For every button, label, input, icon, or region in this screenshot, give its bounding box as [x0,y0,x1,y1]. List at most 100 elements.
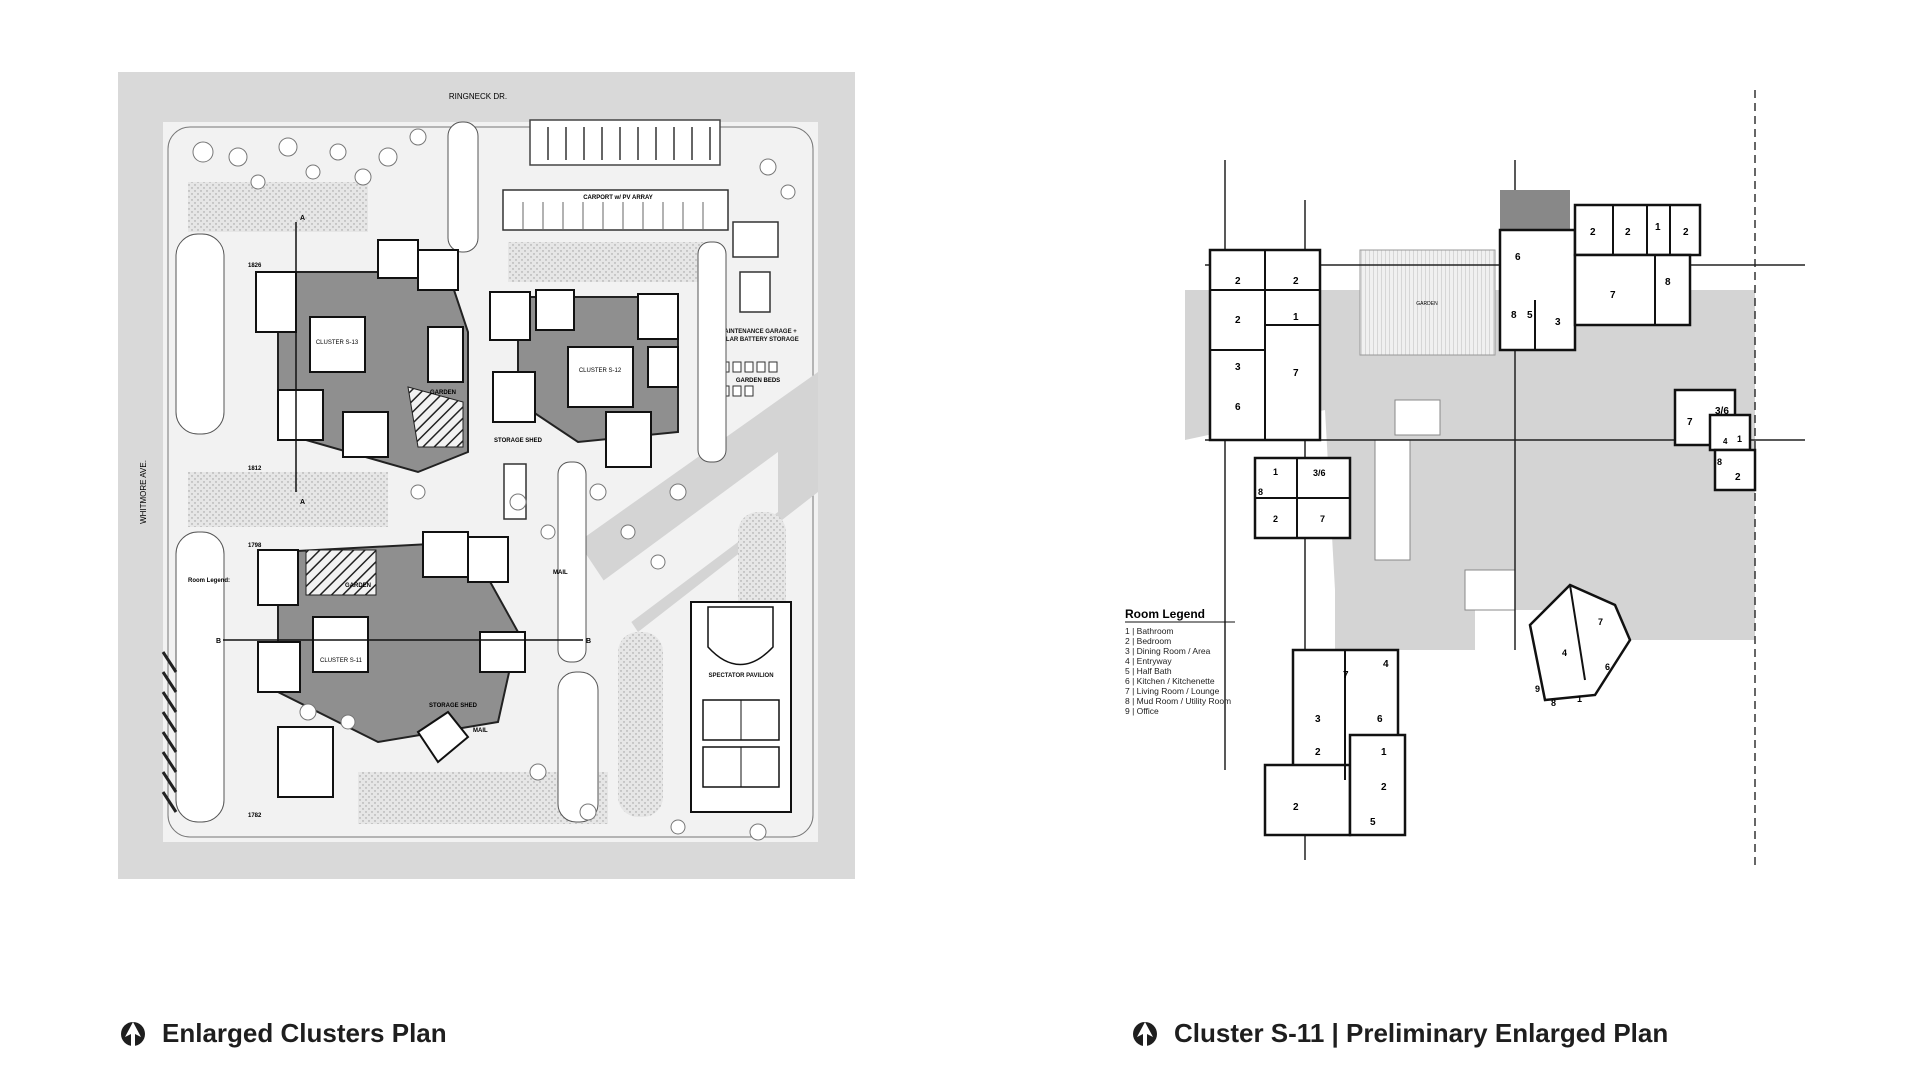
caption-cluster-s11: Cluster S-11 | Preliminary Enlarged Plan [1130,1018,1668,1049]
section-b-left: B [216,638,221,645]
garden-label-1: GARDEN [430,390,456,396]
room-number: 2 [1590,227,1596,238]
room-number: 8 [1665,277,1671,288]
s13-garden [407,386,464,448]
hedge [175,531,225,823]
driveway-island [588,452,778,632]
planter [1394,399,1441,436]
planter [1374,439,1411,561]
driveway-ramp [1605,500,1755,640]
room-number: 8 [1258,487,1263,497]
room-number: 2 [1625,227,1631,238]
parallel-parking [161,651,178,813]
storage-shed-label-1: STORAGE SHED [494,438,543,444]
garden-area [1359,249,1496,356]
wall [1569,584,1586,681]
room-number: 7 [1293,368,1299,379]
room-number: 8 [1511,310,1517,321]
hedge [557,461,587,663]
s13-house [417,249,459,291]
street-east [818,72,855,879]
north-arrow-icon [1133,1021,1157,1046]
trees [192,128,796,841]
street-whitmore [118,72,163,879]
north-house [1498,228,1577,352]
north-house-bedrooms [1573,203,1702,257]
north-arrow-icon [121,1021,145,1046]
s12-house [637,293,679,340]
s11-house [257,641,301,693]
s13-house [427,326,464,383]
room-number: 5 [1527,310,1533,321]
room-number: 7 [1598,617,1603,627]
room-number: 2 [1293,276,1299,287]
mail-label-1: MAIL [553,570,568,576]
cluster-s11-label: CLUSTER S-11 [320,658,363,664]
site-plan-svg: RINGNECK DR. WHITMORE AVE. CARPORT w/ PV… [118,72,855,879]
room-number: 2 [1235,315,1241,326]
s13-center-house [309,316,366,373]
hedge [447,121,479,253]
room-number: 6 [1605,662,1610,672]
room-number: 7 [1343,670,1349,681]
s11-angled-house [416,710,470,764]
s11-house [479,631,526,673]
section-a-bottom: A [300,499,305,506]
room-legend-list: 1 | Bathroom 2 | Bedroom 3 | Dining Room… [1125,626,1231,716]
s11-center-house [312,616,369,673]
room-number: 1 [1737,434,1742,444]
s12-house [647,346,679,388]
maintenance-garage [732,221,779,258]
street-label-top: RINGNECK DR. [449,92,507,101]
south-house-wing [1348,733,1407,837]
s12-house [489,291,531,341]
room-number: 1 [1381,747,1387,758]
s12-house [605,411,652,468]
legend-item: 5 | Half Bath [1125,666,1172,676]
room-number: 1 [1577,694,1582,704]
site-room-legend-title: Room Legend: [188,578,230,584]
s12-house [492,371,536,423]
parking-lot [529,119,721,166]
room-number: 6 [1235,402,1241,413]
legend-item: 6 | Kitchen / Kitchenette [1125,676,1215,686]
planter [1464,569,1516,611]
caption-right-text: Cluster S-11 | Preliminary Enlarged Plan [1174,1018,1669,1048]
room-number: 2 [1683,227,1689,238]
storage-shed-label-2: STORAGE SHED [429,703,478,709]
carport-bays [522,202,704,230]
room-number: 9 [1535,684,1540,694]
lawn-patch [188,472,388,527]
s11-house [467,536,509,583]
lot-number: 1798 [248,543,262,549]
room-number: 1 [1293,312,1299,323]
legend-item: 8 | Mud Room / Utility Room [1125,696,1231,706]
lot-number: 1812 [248,466,262,472]
cluster-plan-svg: GARDEN 2 2 2 1 3 7 6 1 3/6 8 2 7 2 2 1 2… [1125,90,1805,870]
cluster-s12-label: CLUSTER S-12 [579,368,622,374]
lawn-patch [188,182,368,232]
s11-house [257,549,299,606]
street-ringneck [118,72,855,122]
room-number: 2 [1735,472,1741,483]
room-number: 2 [1315,747,1321,758]
room-number: 4 [1723,437,1728,446]
east-house-bedroom [1713,448,1757,492]
carport-label: CARPORT w/ PV ARRAY [583,195,653,201]
s11-house [422,531,469,578]
site-plan-drawing: RINGNECK DR. WHITMORE AVE. CARPORT w/ PV… [118,72,855,879]
lot-number: 1826 [248,263,262,269]
room-number: 3/6 [1715,406,1729,417]
storage-shed [503,463,527,520]
street-south [118,842,855,879]
room-number: 3/6 [1313,468,1326,478]
s11-garden [305,549,377,596]
south-house-annex [1263,763,1352,837]
room-number: 8 [1717,457,1722,467]
room-number: 7 [1320,514,1325,524]
battery-storage [739,271,771,313]
section-b-right: B [586,638,591,645]
room-number: 1 [1655,222,1661,233]
cluster-s13-label: CLUSTER S-13 [316,340,359,346]
east-house-entry [1708,413,1752,452]
